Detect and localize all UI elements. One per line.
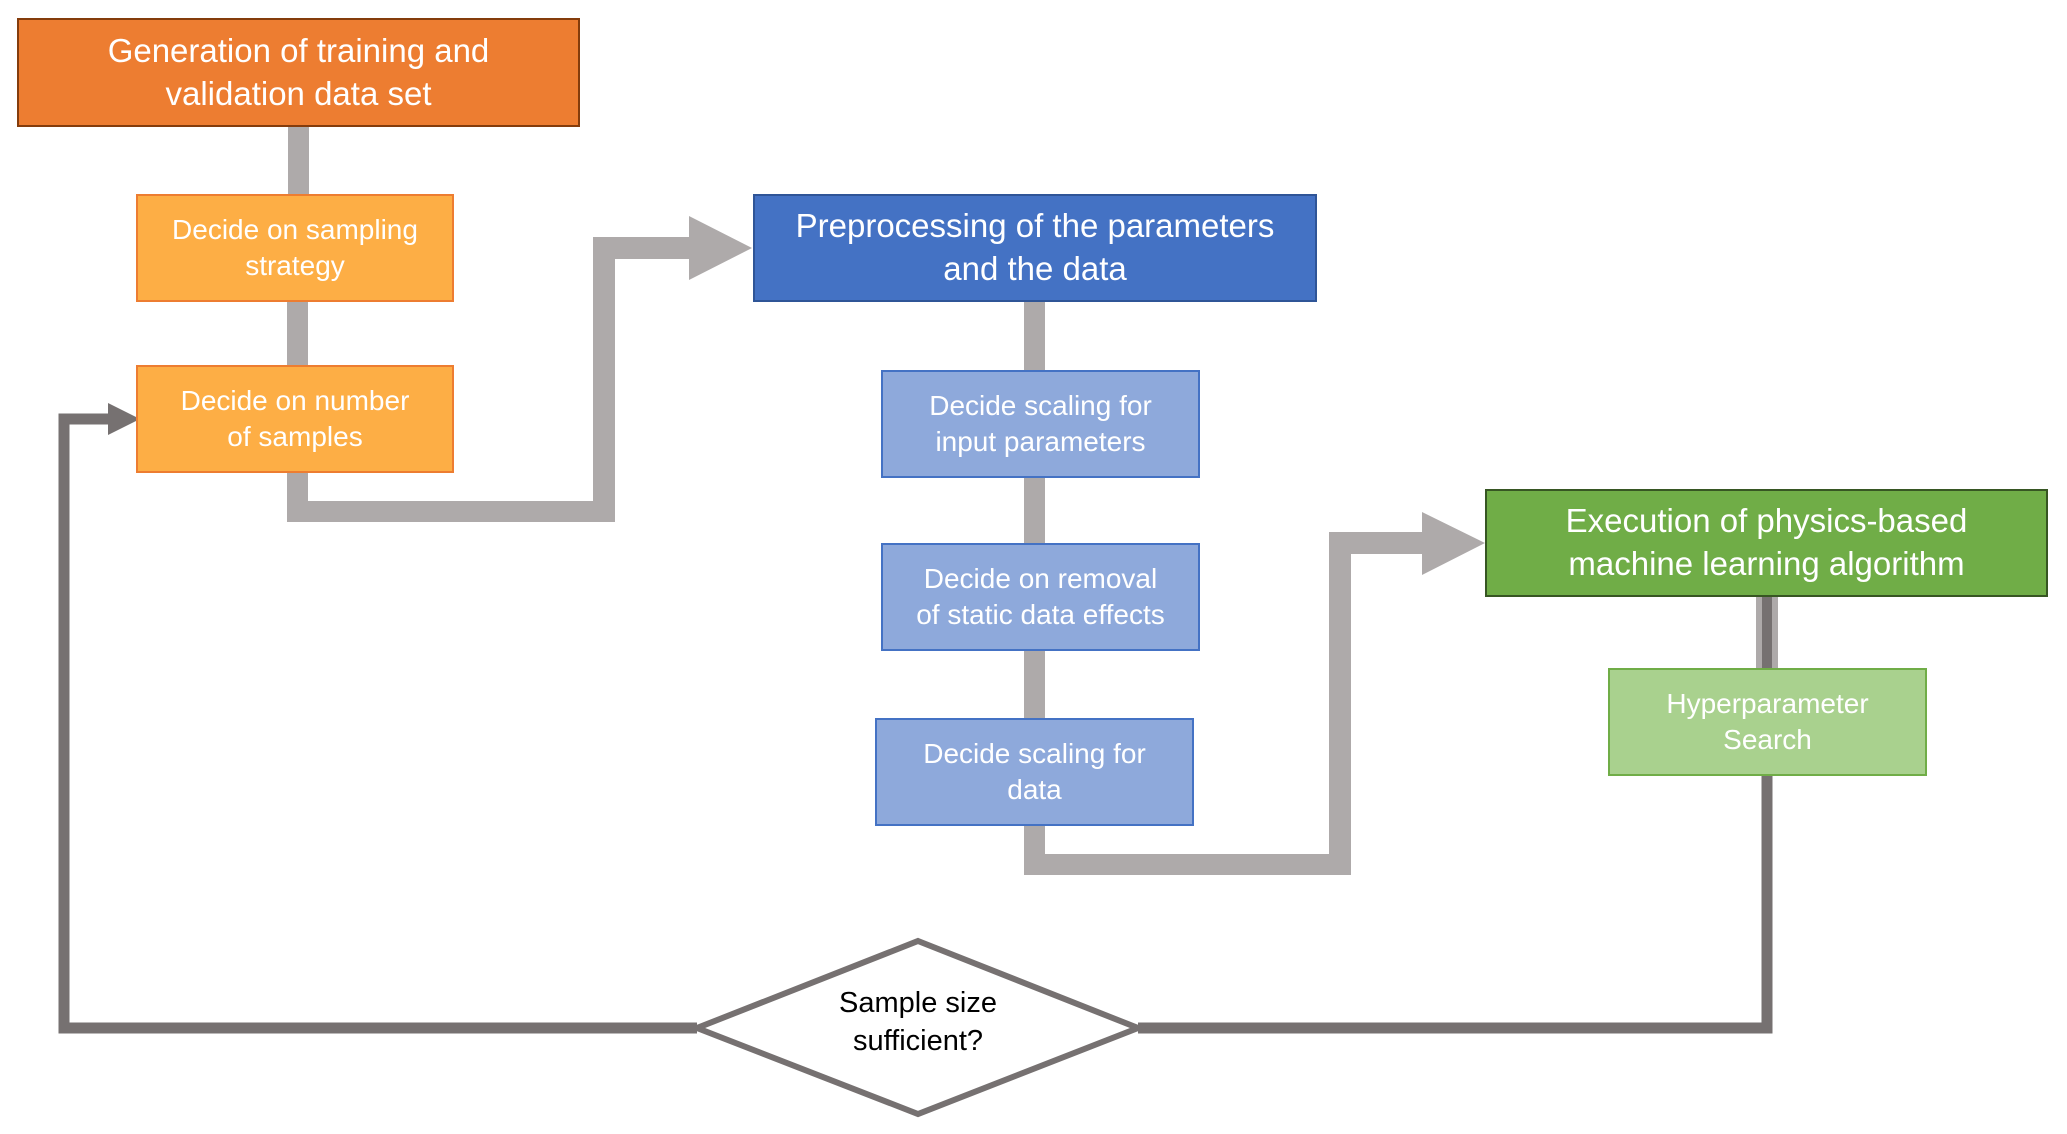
node-number-of-samples: Decide on number of samples <box>136 365 454 473</box>
node-scaling-input-parameters: Decide scaling for input parameters <box>881 370 1200 478</box>
connector-generation-sampling <box>288 127 309 194</box>
node-generation-of-data-set: Generation of training and validation da… <box>17 18 580 127</box>
decision-diamond <box>688 937 1147 1118</box>
loop-arrowhead <box>108 403 140 435</box>
connector-input-removal <box>1024 478 1045 543</box>
loop-line-hyperparameter-to-decision <box>1138 776 1773 1034</box>
node-hyperparameter-search: Hyperparameter Search <box>1608 668 1927 776</box>
node-label: Generation of training and validation da… <box>107 31 490 112</box>
node-label: Decide on removal of static data effects <box>916 562 1165 630</box>
node-sampling-strategy: Decide on sampling strategy <box>136 194 454 302</box>
node-label: Decide scaling for input parameters <box>929 389 1152 457</box>
connector-removal-data <box>1024 651 1045 718</box>
decision-label: Sample size sufficient? <box>839 987 997 1057</box>
arrow-number-to-preprocessing <box>287 216 752 522</box>
node-label: Execution of physics-based machine learn… <box>1565 502 1968 582</box>
node-label: Decide scaling for data <box>923 737 1146 805</box>
node-label: Decide on number of samples <box>180 384 410 452</box>
loop-line-execution-segment <box>1762 597 1772 668</box>
node-label: Hyperparameter Search <box>1666 687 1869 755</box>
loop-line-decision-to-number <box>58 413 697 1034</box>
connector-preprocessing-input <box>1024 302 1045 370</box>
node-label: Preprocessing of the parameters and the … <box>795 207 1275 287</box>
node-label: Decide on sampling strategy <box>172 213 418 281</box>
connector-sampling-number <box>287 302 308 365</box>
arrow-data-to-execution <box>1024 512 1485 875</box>
node-execution-ml-algorithm: Execution of physics-based machine learn… <box>1485 489 2048 597</box>
node-preprocessing: Preprocessing of the parameters and the … <box>753 194 1317 302</box>
node-scaling-data: Decide scaling for data <box>875 718 1194 826</box>
node-removal-static-effects: Decide on removal of static data effects <box>881 543 1200 651</box>
